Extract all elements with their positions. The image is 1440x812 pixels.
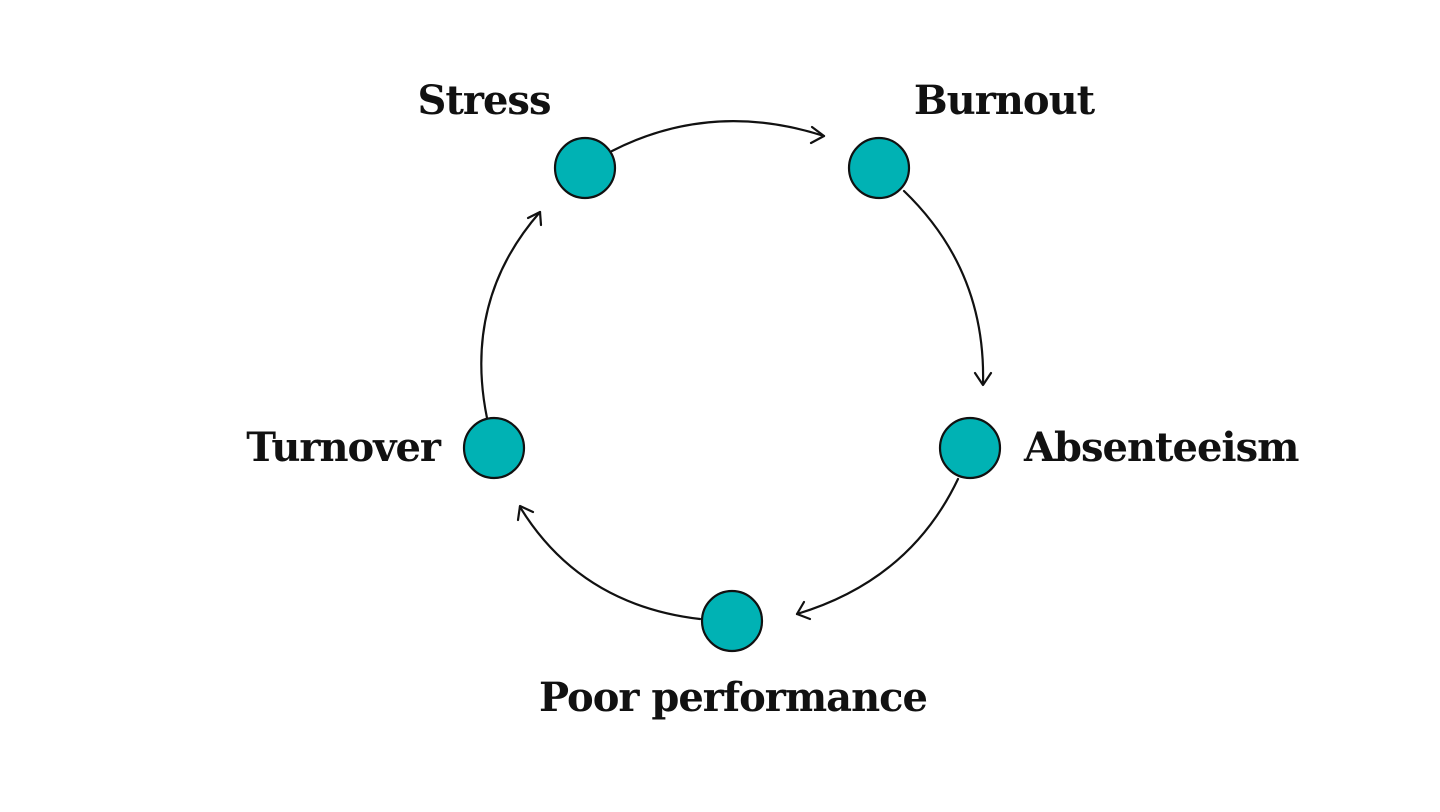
arrowhead-turnover — [516, 504, 535, 522]
arrowhead-stress — [526, 210, 543, 227]
node-absenteeism — [938, 416, 1002, 480]
arrow-absenteeism-to-poor-performance — [795, 477, 960, 616]
cycle-labels: Stress Burnout Absenteeism Poor performa… — [246, 77, 1300, 721]
label-stress: Stress — [418, 77, 551, 124]
node-turnover — [462, 416, 526, 480]
cycle-arrows — [480, 120, 993, 621]
arrow-turnover-to-stress — [480, 210, 542, 420]
label-absenteeism: Absenteeism — [1023, 424, 1299, 471]
arrowhead-poor-performance — [795, 600, 812, 621]
arrow-burnout-to-absenteeism — [902, 189, 985, 386]
arrow-poor-performance-to-turnover — [518, 505, 702, 621]
arrow-stress-to-burnout — [610, 120, 826, 153]
label-poor-performance: Poor performance — [539, 674, 927, 721]
node-burnout — [847, 136, 911, 200]
arrowhead-burnout — [809, 125, 826, 145]
node-stress — [553, 136, 617, 200]
cycle-nodes — [462, 136, 1002, 653]
arrowhead-absenteeism — [973, 371, 993, 387]
label-turnover: Turnover — [246, 424, 442, 471]
label-burnout: Burnout — [914, 77, 1096, 124]
node-poor-performance — [700, 589, 764, 653]
